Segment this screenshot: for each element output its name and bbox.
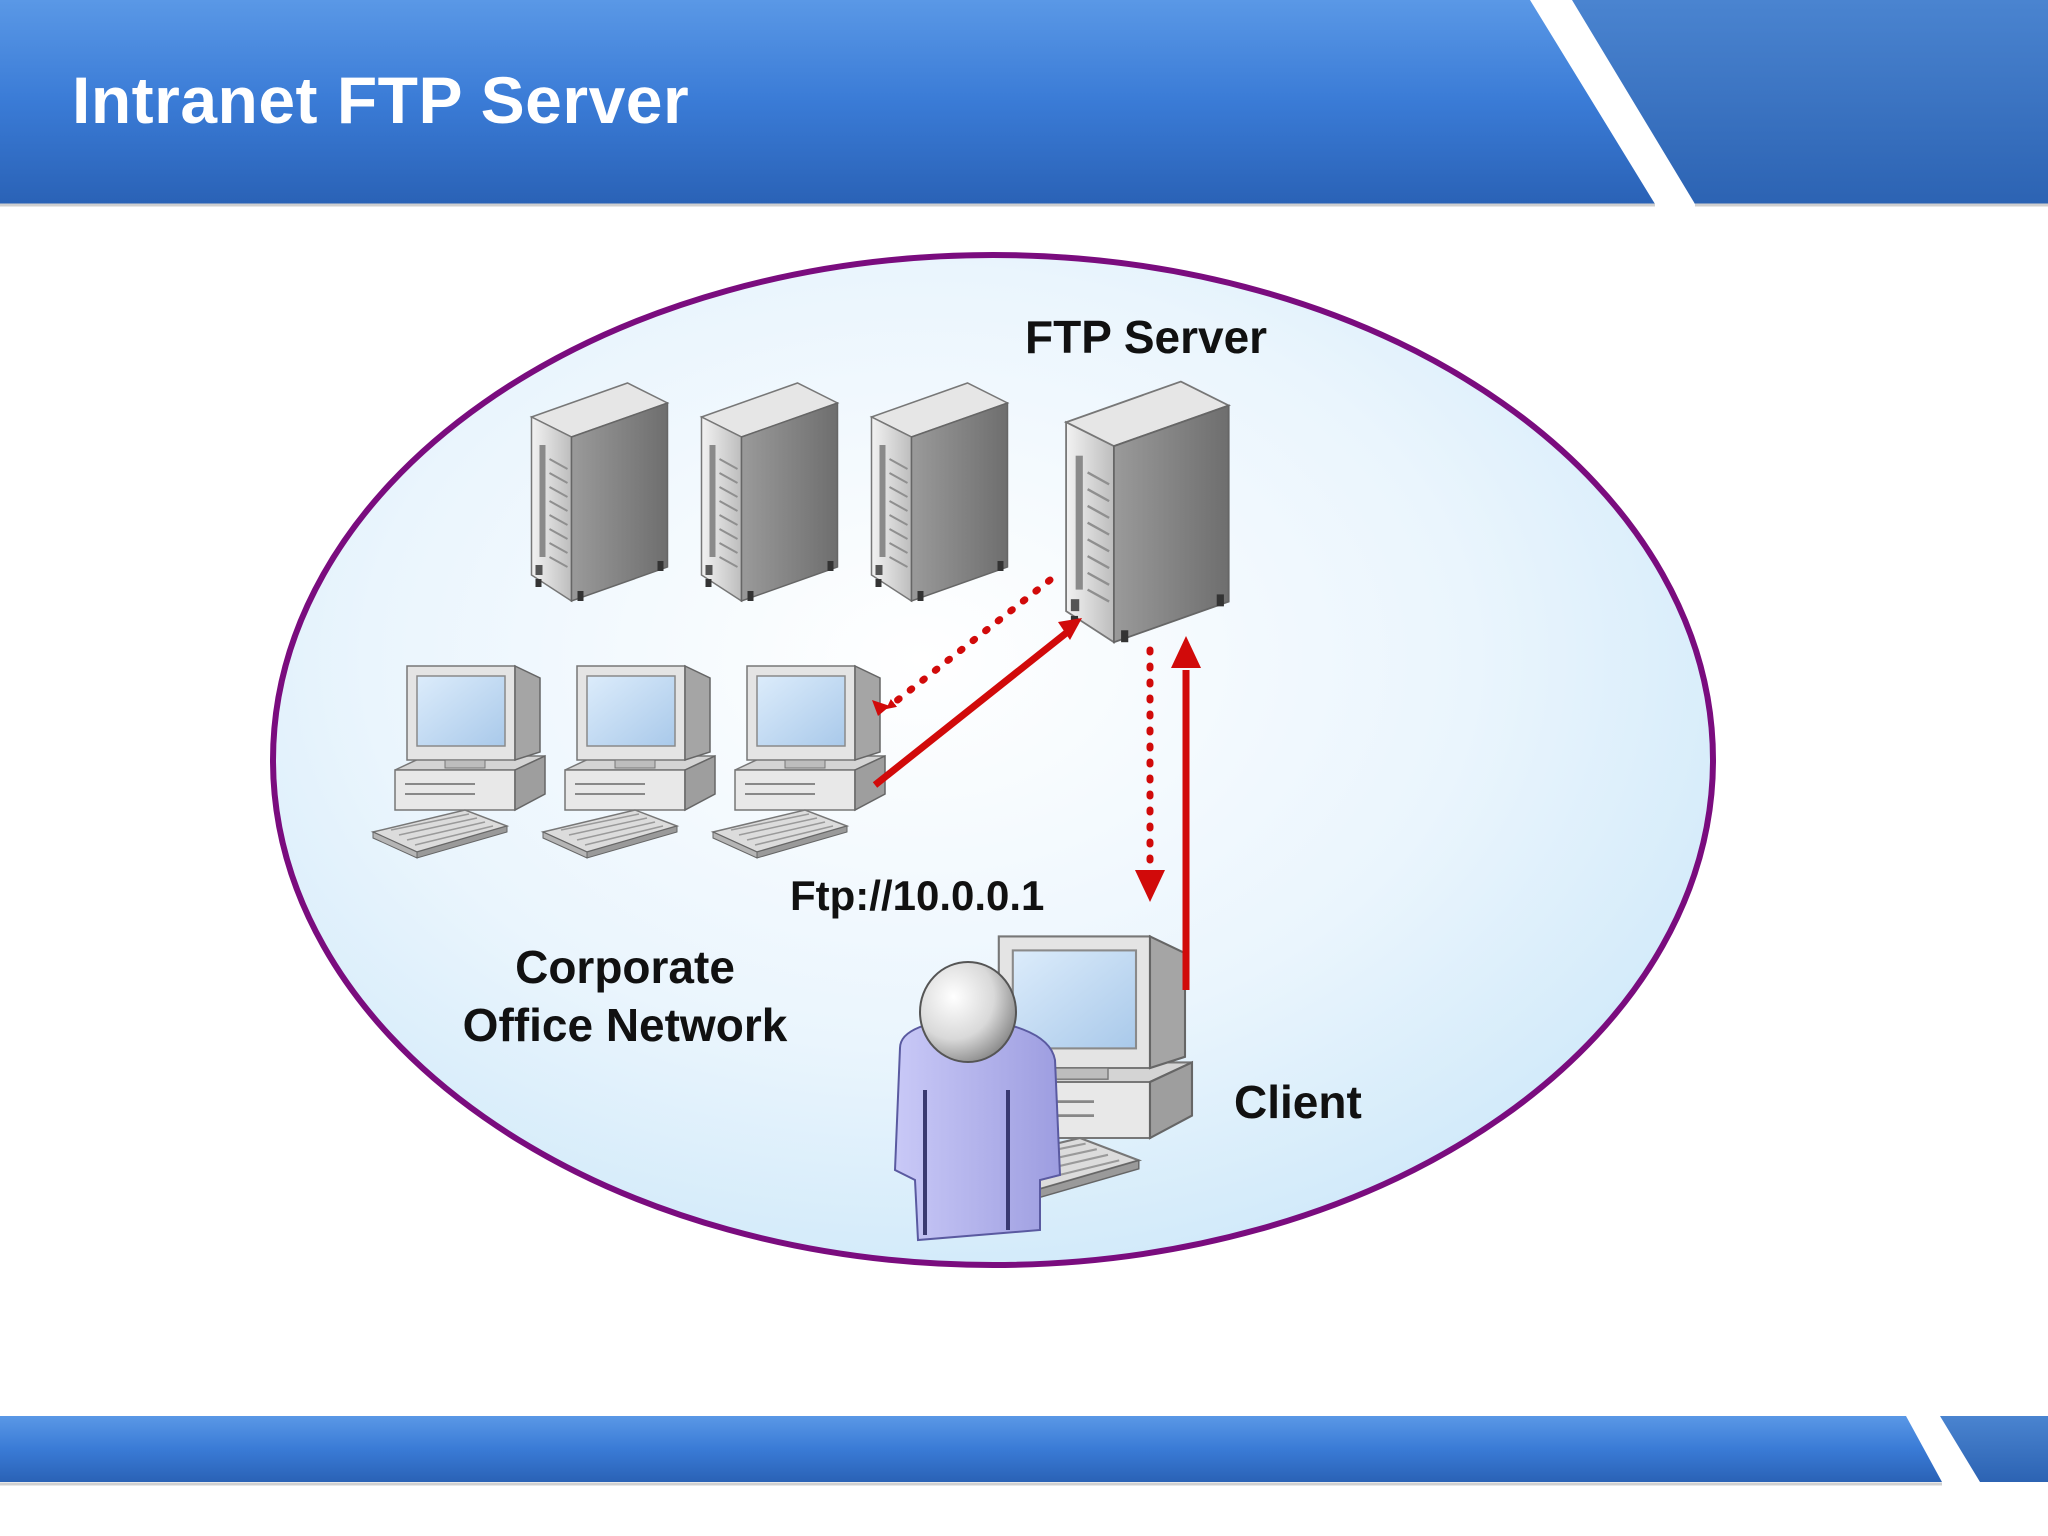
client-label: Client bbox=[1234, 1076, 1362, 1128]
ftp-server-icon bbox=[1064, 380, 1231, 644]
network-label-line2: Office Network bbox=[462, 999, 788, 1051]
header-corner-panel bbox=[1572, 0, 2048, 204]
user-person-icon bbox=[893, 961, 1062, 1242]
request-arrow-solid bbox=[872, 627, 1073, 788]
server-icon-1 bbox=[530, 381, 669, 603]
footer-band bbox=[0, 1416, 2048, 1486]
header-main-panel bbox=[0, 0, 1655, 204]
ftp-server-label: FTP Server bbox=[1025, 311, 1268, 363]
slide-title: Intranet FTP Server bbox=[72, 63, 690, 137]
network-label: Corporate Office Network bbox=[440, 938, 810, 1054]
download-arrow-dotted bbox=[886, 576, 1054, 710]
server-icon-3 bbox=[870, 381, 1009, 603]
header-band bbox=[0, 0, 2048, 207]
network-label-line1: Corporate bbox=[515, 941, 735, 993]
office-server-arrows bbox=[872, 576, 1082, 788]
ftp-url-label: Ftp://10.0.0.1 bbox=[790, 872, 1045, 919]
server-icon-2 bbox=[700, 381, 839, 603]
client-server-arrows bbox=[1135, 636, 1201, 990]
footer-main-panel bbox=[0, 1416, 1942, 1482]
footer-corner-panel bbox=[1940, 1416, 2048, 1482]
